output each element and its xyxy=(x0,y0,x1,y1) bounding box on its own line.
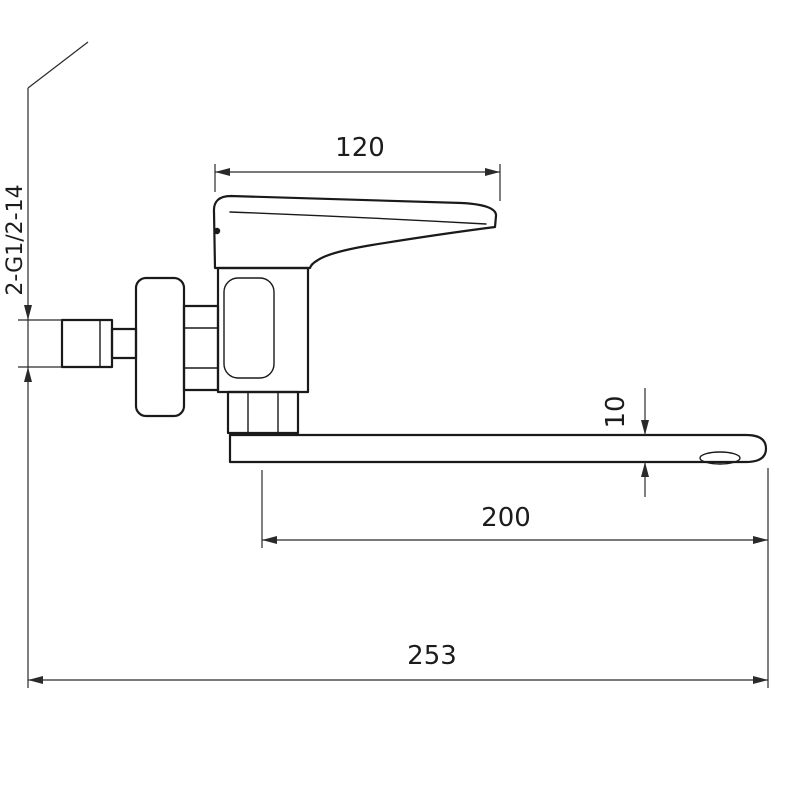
dim-handle-length-label: 120 xyxy=(335,133,385,163)
arrow-up-icon xyxy=(641,462,649,477)
dimension-spout-reach: 200 xyxy=(261,468,769,688)
dim-spout-reach-label: 200 xyxy=(481,503,531,533)
dimension-overall-length: 253 xyxy=(28,641,768,684)
mounting-hex-nut xyxy=(182,304,220,392)
arrow-left-icon xyxy=(262,536,277,544)
inlet-fitting xyxy=(60,318,138,369)
mixer-body xyxy=(216,266,310,394)
dim-thread-label: 2-G1/2-14 xyxy=(3,184,28,295)
arrow-left-icon xyxy=(215,168,230,176)
aerator-icon xyxy=(699,451,741,465)
arrow-down-icon xyxy=(641,420,649,435)
dim-overall-length-label: 253 xyxy=(407,641,457,671)
dim-spout-thickness-label: 10 xyxy=(601,395,631,428)
cartridge-detail xyxy=(223,277,275,379)
arrow-right-icon xyxy=(485,168,500,176)
spout xyxy=(228,433,768,465)
arrow-down-icon xyxy=(24,305,32,320)
arrow-up-icon xyxy=(24,367,32,382)
handle-indicator-dot xyxy=(213,227,221,235)
spout-hex-nut xyxy=(226,390,300,435)
arrow-left-icon xyxy=(28,676,43,684)
dimension-handle-length: 120 xyxy=(214,133,501,201)
dimension-inlet-thread: 2-G1/2-14 xyxy=(3,41,89,688)
handle-edge-detail xyxy=(229,211,487,225)
arrow-right-icon xyxy=(753,536,768,544)
faucet-outline xyxy=(60,194,768,465)
lever-handle xyxy=(212,194,498,270)
arrow-right-icon xyxy=(753,676,768,684)
wall-escutcheon xyxy=(134,276,186,418)
dimension-spout-thickness: 10 xyxy=(601,388,649,497)
